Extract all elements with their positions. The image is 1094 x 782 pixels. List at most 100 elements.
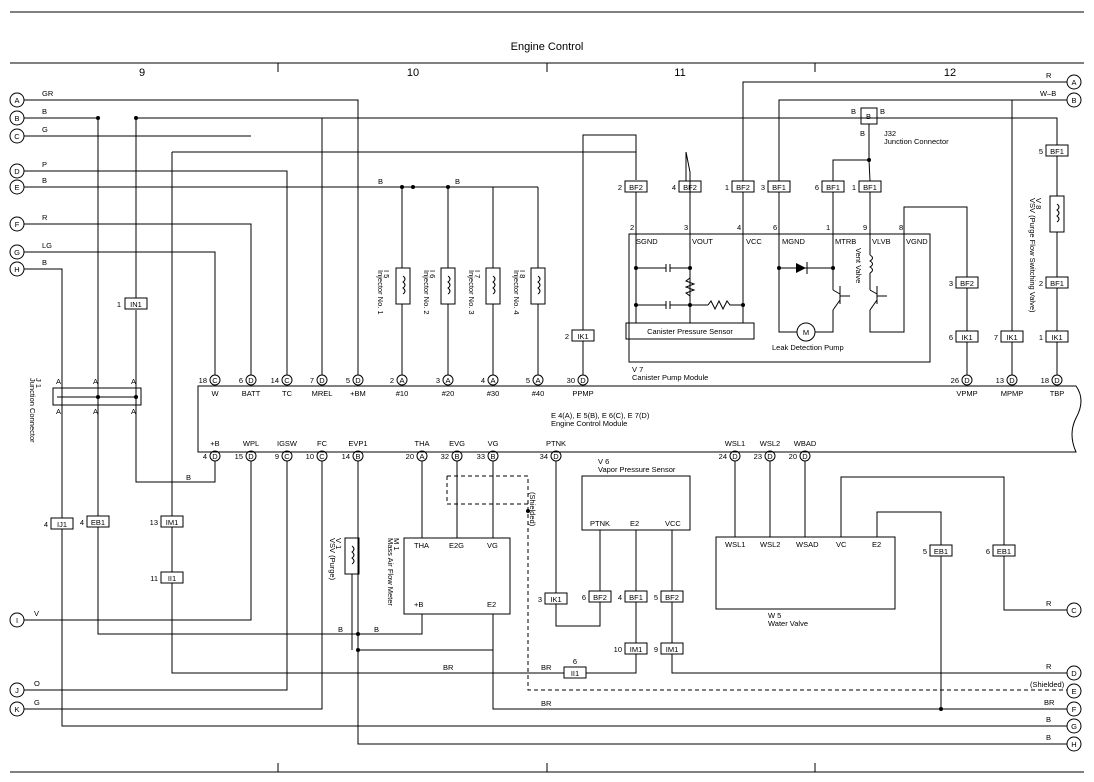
connector-label: II1 — [571, 669, 579, 678]
wire-color-label: G — [42, 125, 48, 134]
terminal-label: B — [1071, 96, 1076, 105]
injector-code: I 6 — [428, 270, 437, 278]
left-terminal-k: KG — [9, 698, 40, 717]
terminal-label: H — [14, 265, 19, 274]
wire-color-label: B — [455, 177, 460, 186]
connector-label: IK1 — [1006, 333, 1017, 342]
wire-color-label: V — [34, 609, 39, 618]
pin-letter: A — [535, 376, 540, 385]
ecm-top-pins: C 18 W D 6 BATT C 14 TC D 7 MREL D 5 +BM — [199, 374, 1064, 398]
left-terminal-i: IV — [9, 609, 39, 628]
wire-color-label: R — [1046, 599, 1052, 608]
ecm-pin-evp1: B 14 EVP1 — [342, 439, 368, 462]
pin-number: 20 — [789, 452, 797, 461]
j32-pin: B — [866, 112, 871, 121]
vsv-purge-name: VSV (Purge) — [328, 538, 337, 581]
connector-label: IM1 — [166, 518, 179, 527]
canister-pump-module: V 7 Canister Pump Module SGND VOUT VCC M… — [625, 192, 968, 382]
pin-letter: B — [355, 452, 360, 461]
pin-name: TC — [282, 389, 293, 398]
pin-number: 14 — [342, 452, 350, 461]
connector-label: EB1 — [91, 518, 105, 527]
pin-letter: C — [212, 376, 218, 385]
connector-label: BF1 — [629, 593, 643, 602]
connector-label: IK1 — [577, 332, 588, 341]
connector-label: BF2 — [593, 593, 607, 602]
left-terminal-e: EB — [9, 176, 47, 195]
connector-label: IJ1 — [57, 520, 67, 529]
injector-1: I 5 Injector No. 1 — [376, 267, 411, 375]
pin-number: 9 — [275, 452, 279, 461]
pin-name: FC — [317, 439, 328, 448]
wv-pin-wsl2: WSL2 — [760, 540, 780, 549]
injector-code: I 8 — [518, 270, 527, 278]
pin-letter: D — [767, 452, 773, 461]
right-terminal-c: CR — [1046, 599, 1082, 618]
wire-color-label: BR — [541, 699, 552, 708]
pin-number: 14 — [271, 376, 279, 385]
ecm-pin-wbad: D 20 WBAD — [789, 439, 817, 462]
wire-color-label: R — [1046, 71, 1052, 80]
wire-color-label: B — [42, 107, 47, 116]
pin-name: IGSW — [277, 439, 298, 448]
pin-sgnd: SGND — [636, 237, 658, 246]
wires-upper-left: B B — [24, 99, 1000, 518]
pin-vout: VOUT — [692, 237, 713, 246]
water-valve: W 5 Water Valve WSL1 WSL2 WSAD VC E2 — [715, 461, 1067, 711]
pin-name: MPMP — [1001, 389, 1024, 398]
left-terminal-h: HB — [9, 258, 47, 277]
wire-color-label: B — [374, 625, 379, 634]
maf-pin-vg: VG — [487, 541, 498, 550]
terminal-label: I — [16, 616, 18, 625]
ecm-bottom-pins: D 4 +B D 15 WPL C 9 IGSW C 10 FC B 14 EV… — [203, 439, 817, 462]
connector-pin: 4 — [44, 520, 48, 529]
connector-label: II1 — [168, 574, 176, 583]
terminal-label: E — [1071, 687, 1076, 696]
pin-number: 24 — [719, 452, 727, 461]
wire-color-label: R — [42, 213, 48, 222]
connector-pin: 7 — [994, 333, 998, 342]
pin-num: 3 — [684, 223, 688, 232]
pin-number: 7 — [310, 376, 314, 385]
wire-color-label: BR — [1044, 698, 1055, 707]
terminal-label: E — [14, 183, 19, 192]
pin-vcc: VCC — [746, 237, 762, 246]
wire-color-label: B — [186, 473, 191, 482]
j1-pin: A — [93, 377, 98, 386]
pin-number: 4 — [203, 452, 207, 461]
pin-number: 4 — [481, 376, 485, 385]
injectors: I 5 Injector No. 1 I 6 Injector No. 2 I … — [376, 267, 546, 375]
connector-ik1-7: IK1 7 — [994, 330, 1024, 343]
pin-number: 34 — [540, 452, 548, 461]
junction-j1: J 1 Junction Connector A A A A A A — [28, 377, 142, 443]
right-terminal-g: GB — [1046, 715, 1082, 734]
injector-2: I 6 Injector No. 2 — [422, 267, 456, 375]
section-11: 11 — [674, 67, 685, 79]
connector-label: EB1 — [997, 547, 1011, 556]
right-terminal-e: E(Shielded) — [1030, 680, 1082, 699]
j32-name: Junction Connector — [884, 137, 949, 146]
connector-label: BF1 — [772, 183, 786, 192]
pin-number: 30 — [567, 376, 575, 385]
right-terminals: AR BW–B CR DR E(Shielded) FBR GB HB — [1030, 71, 1082, 752]
pin-letter: D — [212, 452, 218, 461]
terminal-label: G — [1071, 722, 1077, 731]
connector-pin: 11 — [150, 574, 158, 583]
pin-num: 4 — [737, 223, 741, 232]
wire-color-label: BR — [443, 663, 454, 672]
wv-pin-e2: E2 — [872, 540, 881, 549]
pin-name: EVP1 — [348, 439, 367, 448]
injector-name: Injector No. 2 — [422, 270, 431, 315]
left-terminal-a: AGR — [9, 89, 54, 108]
injector-code: I 7 — [473, 270, 482, 278]
